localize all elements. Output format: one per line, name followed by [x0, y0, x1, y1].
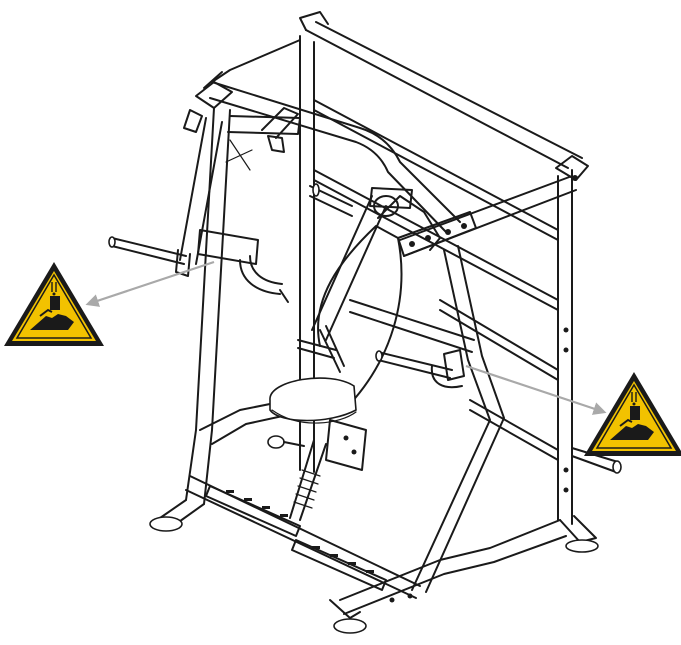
callout-line-left	[85, 260, 215, 307]
left-press-arm	[108, 107, 301, 303]
seat-assembly	[267, 377, 367, 521]
callout-line-right	[465, 364, 607, 415]
base-frame	[185, 475, 567, 634]
top-arch	[195, 39, 578, 257]
left-front-upright	[149, 107, 293, 532]
right-press-arm	[297, 183, 505, 593]
pinch-hazard-warning-icon	[583, 371, 681, 457]
rear-frame	[299, 11, 622, 553]
